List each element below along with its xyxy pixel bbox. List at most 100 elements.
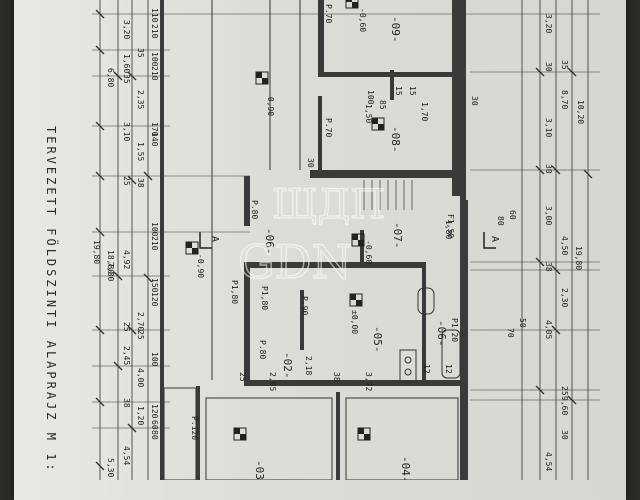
dim-left-small-6: 25	[136, 330, 145, 340]
dim-left-outer-9: 4,00	[136, 368, 145, 387]
dim-left-inner-4: 170	[150, 122, 159, 137]
dim-left-outer-12: 5,30	[106, 458, 115, 477]
dim-inner-9: 25	[238, 372, 247, 382]
dim-opening-3: 70	[506, 328, 515, 338]
dim-left-small-3: 25	[122, 322, 131, 332]
dim-right-small-2: 38	[544, 262, 553, 272]
room-label-03: -03-	[253, 460, 266, 480]
dim-inner-10: 2,05	[268, 372, 277, 391]
room-level-05: ±0,00	[350, 310, 359, 334]
dim-right-9: 4,54	[544, 452, 553, 471]
door-tag-6: P.120	[190, 416, 199, 440]
floor-plan-drawing: A A -09- -0,60 -08- -0,90 -07- -0,60 -06…	[92, 0, 600, 480]
dim-inner-1: 100	[366, 90, 375, 105]
dim-left-outer-8: 2,45	[122, 346, 131, 365]
dim-right-5: 4,50	[560, 236, 569, 255]
dim-right-0: 3,20	[544, 14, 553, 33]
dim-left-small-7: 6,80	[106, 68, 115, 87]
dim-inner-15: 2,18	[304, 356, 313, 375]
dim-left-outer-0: 3,20	[122, 20, 131, 39]
dim-left-outer-10: 1,20	[136, 406, 145, 425]
dim-left-small-1: 35	[122, 74, 131, 84]
dim-right-3: 3,10	[544, 118, 553, 137]
dim-left-outer-2: 2,35	[136, 90, 145, 109]
dim-right-small-4: 25	[560, 386, 569, 396]
dim-inner-5: 1,70	[420, 102, 429, 121]
dim-inner-2: 85	[378, 100, 387, 110]
dim-opening-1: 80	[496, 216, 505, 226]
door-tag-1: P.70	[324, 118, 333, 137]
door-tag-5: P.80	[258, 340, 267, 359]
dim-left-inner-13: 80	[150, 430, 159, 440]
dim-left-total-1: 18,80	[106, 250, 115, 274]
dim-inner-14: 12	[444, 364, 453, 374]
dim-left-outer-4: 1,55	[136, 142, 145, 161]
dim-left-total-0: 19,80	[92, 240, 101, 264]
drawing-caption: TERVEZETT FÖLDSZINTI ALAPRAJZ M 1:	[44, 126, 58, 474]
dim-left-inner-12: 60	[150, 420, 159, 430]
room-level-09: -0,60	[358, 8, 367, 32]
dim-left-small-4: 38	[136, 178, 145, 188]
door-tag-9: P1,80	[230, 280, 239, 304]
dim-right-small-3: 35	[560, 60, 569, 70]
room-label-07: -07-	[391, 222, 404, 249]
dim-right-10: 19,80	[574, 246, 583, 270]
dim-left-inner-3: 210	[150, 66, 159, 81]
door-tag-3: P1,80	[260, 286, 269, 310]
dim-left-inner-6: 100	[150, 222, 159, 237]
dim-right-6: 2,30	[560, 288, 569, 307]
dim-right-small-5: 30	[560, 430, 569, 440]
dim-left-inner-1: 210	[150, 24, 159, 39]
dim-right-7: 4,05	[544, 320, 553, 339]
dim-left-outer-6: 7,80	[106, 262, 115, 281]
dim-right-1: 8,70	[560, 90, 569, 109]
dim-left-outer-1: 1,60	[122, 54, 131, 73]
section-mark-right: A	[489, 236, 500, 242]
section-mark-left: A	[209, 236, 220, 242]
dim-inner-3: 15	[394, 86, 403, 96]
dim-left-outer-11: 4,54	[122, 446, 131, 465]
door-tag-4: P.90	[300, 296, 309, 315]
dim-left-inner-10: 100	[150, 352, 159, 367]
room-level-06b: -0,90	[196, 254, 205, 278]
dim-left-inner-8: 150	[150, 278, 159, 293]
dim-right-8: 9,60	[560, 396, 569, 415]
door-tag-7: F1,50	[446, 214, 455, 238]
dim-right-small-0: 30	[544, 62, 553, 72]
dim-inner-6: 1,50	[364, 104, 373, 123]
dim-inner-8: 30	[306, 158, 315, 168]
paper-sheet	[14, 0, 626, 500]
dim-left-inner-11: 120	[150, 404, 159, 419]
dim-right-small-1: 30	[544, 164, 553, 174]
dim-inner-13: 12	[422, 364, 431, 374]
dim-inner-4: 15	[408, 86, 417, 96]
dim-right-4: 3,00	[544, 206, 553, 225]
watermark-logo-bottom: GDN	[238, 235, 352, 289]
dim-opening-2: 50	[518, 318, 527, 328]
room-level-08: -0,90	[266, 92, 275, 116]
door-tag-2: P.80	[250, 200, 259, 219]
room-label-04: -04-	[399, 456, 412, 480]
dim-left-outer-7: 2,70	[136, 312, 145, 331]
room-label-09: -09-	[389, 16, 402, 43]
room-label-02: -02-	[281, 352, 294, 379]
dim-left-inner-7: 210	[150, 236, 159, 251]
dim-left-outer-3: 3,10	[122, 122, 131, 141]
dim-left-small-0: 35	[136, 48, 145, 58]
dim-left-inner-0: 110	[150, 8, 159, 23]
room-label-08: -08-	[389, 126, 402, 153]
dim-inner-12: 38	[332, 372, 341, 382]
dim-inner-0: 30	[470, 96, 479, 106]
dim-left-small-5: 38	[122, 398, 131, 408]
dim-opening-0: 60	[508, 210, 517, 220]
watermark-logo-top: ЩДП	[272, 182, 385, 228]
dim-left-outer-5: 4,92	[122, 250, 131, 269]
room-label-06b: -06-	[263, 228, 276, 255]
dim-left-inner-9: 120	[150, 292, 159, 307]
dim-inner-11: 3,22	[364, 372, 373, 391]
dim-inner-7: 1,80	[444, 220, 453, 239]
door-tag-8: P1,20	[450, 318, 459, 342]
dim-left-inner-2: 100	[150, 52, 159, 67]
dim-right-2: 10,20	[576, 100, 585, 124]
door-tag-0: P.70	[324, 4, 333, 23]
